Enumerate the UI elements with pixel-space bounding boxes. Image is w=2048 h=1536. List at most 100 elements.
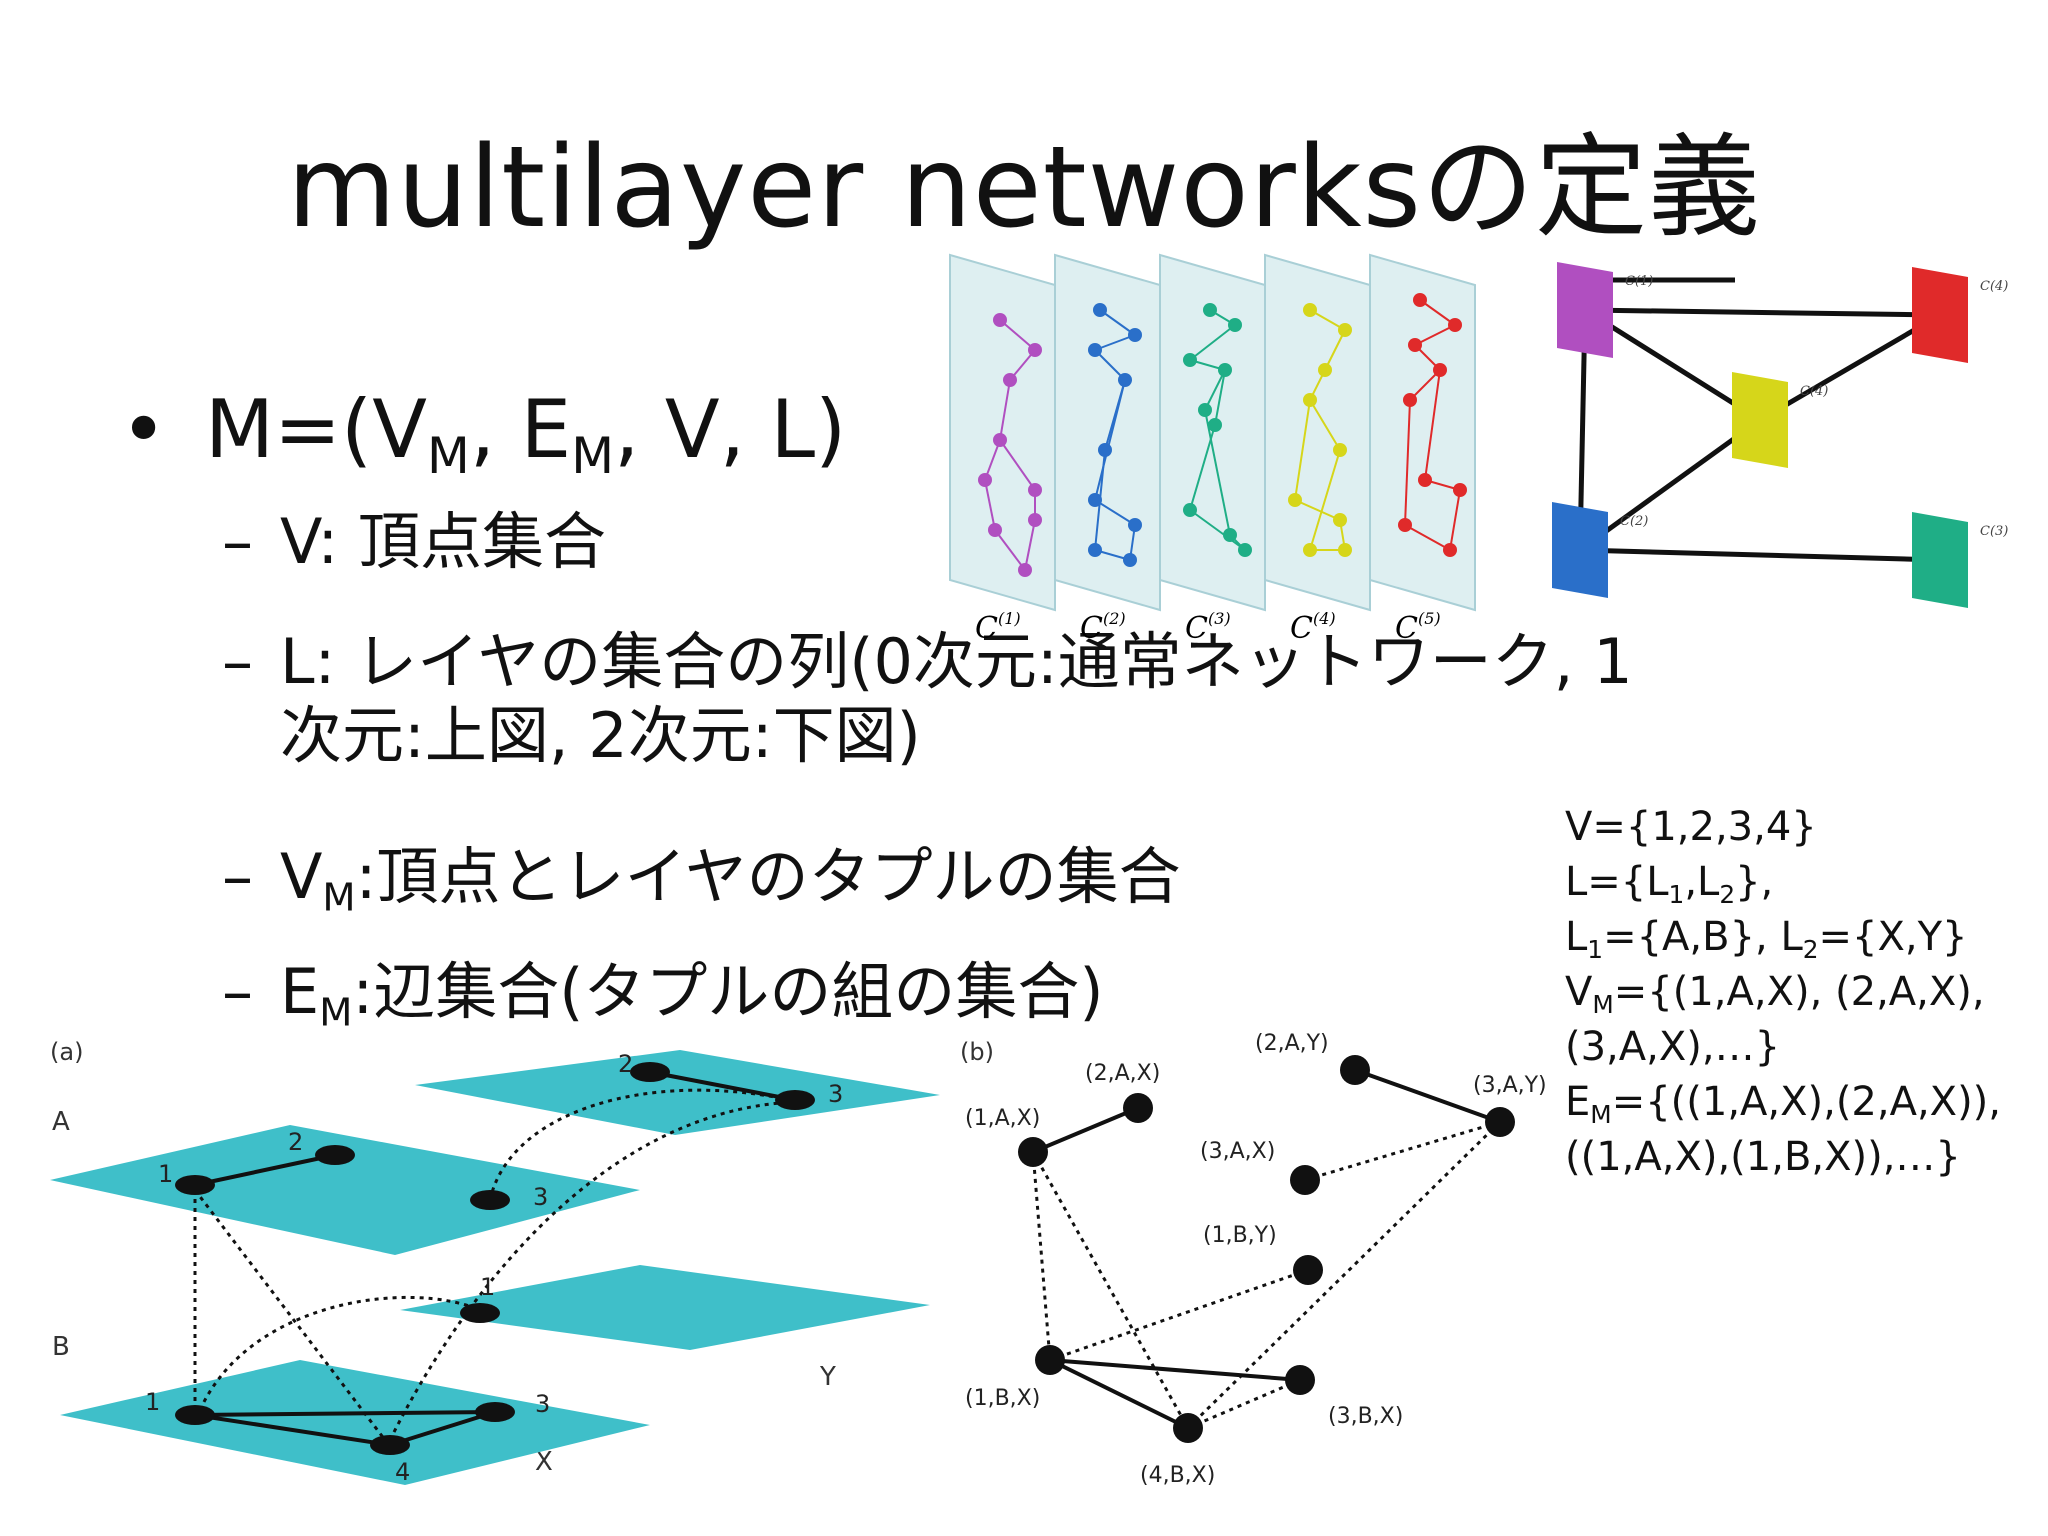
layer-edge xyxy=(1189,324,1236,361)
layer-node xyxy=(1093,303,1107,317)
layer-node xyxy=(1303,543,1317,557)
node-label-a4: 2 xyxy=(618,1050,633,1078)
layer-edge xyxy=(1424,369,1441,481)
layer-node xyxy=(1408,338,1422,352)
aspect-label-X: X xyxy=(535,1447,553,1477)
node-label-a3: 3 xyxy=(533,1183,548,1211)
set-vm-line2: (3,A,X),…} xyxy=(1565,1024,1781,1070)
layer-node xyxy=(1028,343,1042,357)
node-label-b9: (4,B,X) xyxy=(1140,1463,1215,1488)
layer-plane-1 xyxy=(949,253,1056,612)
layer-graph-edge xyxy=(1584,307,1941,318)
layer-node xyxy=(1218,363,1232,377)
bullet-dot: • xyxy=(120,383,168,476)
layer-node xyxy=(1088,343,1102,357)
layer-edge xyxy=(1294,499,1341,521)
layer-plane-4 xyxy=(1264,253,1371,612)
layer-node xyxy=(1183,503,1197,517)
layer-edge xyxy=(1309,399,1341,451)
node-label-b8: (3,B,X) xyxy=(1328,1404,1403,1429)
subbullet-em: –EM:辺集合(タプルの組の集合) xyxy=(222,955,1104,1036)
layer-node xyxy=(1403,393,1417,407)
layer-graph-label-4: C(2) xyxy=(1620,514,1648,529)
bullet-list: •M=(VM, EM, V, L) xyxy=(120,380,1980,481)
layer-edge xyxy=(999,379,1011,441)
layer-graph-label-1: C(1) xyxy=(1625,274,1653,289)
subbullet-vm: –VM:頂点とレイヤのタプルの集合 xyxy=(222,840,1181,921)
panel-label-b: (b) xyxy=(960,1038,994,1066)
layer-node xyxy=(1338,543,1352,557)
layer-graph-node-5 xyxy=(1912,512,1968,608)
layer-node xyxy=(1128,518,1142,532)
layer-node xyxy=(1128,328,1142,342)
layer-node xyxy=(1118,373,1132,387)
layer-node xyxy=(993,313,1007,327)
layer-edge xyxy=(1094,379,1126,501)
layer-edge xyxy=(1094,334,1136,351)
layer-edge xyxy=(1404,399,1411,526)
node-label-b5: (3,A,X) xyxy=(1200,1139,1275,1164)
layer-node xyxy=(1098,443,1112,457)
layer-edge xyxy=(1214,369,1226,426)
set-em-line2: ((1,A,X),(1,B,X)),…} xyxy=(1565,1134,1961,1180)
layer-label-1: C(1) xyxy=(975,609,1021,646)
layer-edge xyxy=(994,529,1026,571)
layer-node xyxy=(1203,303,1217,317)
plane-BX xyxy=(60,1360,650,1485)
layer-node xyxy=(1088,493,1102,507)
layer-label-4: C(4) xyxy=(1290,609,1336,646)
subbullet-v: –V: 頂点集合 xyxy=(222,505,606,578)
layer-plane-5 xyxy=(1369,253,1476,612)
layer-node xyxy=(1338,323,1352,337)
layer-graph-node-3 xyxy=(1732,372,1788,468)
layer-node xyxy=(993,433,1007,447)
layer-edge xyxy=(1204,369,1226,411)
set-l: L={L1,L2}, xyxy=(1565,859,1774,909)
layer-node xyxy=(1028,483,1042,497)
layer-graph-edge xyxy=(1579,547,1941,563)
node-label-a8: 3 xyxy=(535,1390,550,1418)
set-em-line1: EM={((1,A,X),(2,A,X)), xyxy=(1565,1079,2002,1129)
layer-edge xyxy=(984,439,1001,481)
layer-edge xyxy=(1449,489,1461,551)
aspect-label-A: A xyxy=(52,1107,70,1137)
layer-labels: C(1) C(2) C(3) C(4) C(5) xyxy=(975,609,1441,646)
layer-edge xyxy=(1204,409,1231,536)
layer-label-3: C(3) xyxy=(1185,609,1231,646)
layer-label-2: C(2) xyxy=(1080,609,1126,646)
node-label-b6: (1,B,Y) xyxy=(1203,1223,1277,1248)
layer-graph-edge xyxy=(1758,312,1942,423)
layer-node xyxy=(1303,303,1317,317)
layer-graph-label-5: C(3) xyxy=(1980,524,2008,539)
bullet-m-definition: •M=(VM, EM, V, L) xyxy=(120,380,1980,481)
layer-node xyxy=(1448,318,1462,332)
node-label-b3: (2,A,Y) xyxy=(1255,1031,1329,1056)
layer-edge xyxy=(1294,399,1311,501)
layer-edge xyxy=(1189,509,1246,551)
layer-node xyxy=(1123,553,1137,567)
layer-node xyxy=(1398,518,1412,532)
layer-edge xyxy=(1189,424,1216,511)
plane-AY xyxy=(415,1050,940,1135)
layer-node xyxy=(988,523,1002,537)
subbullet-l: –L: レイヤの集合の列(0次元:通常ネットワーク, 1 次元:上図, 2次元:… xyxy=(222,625,1633,772)
aspect-label-Y: Y xyxy=(819,1362,836,1392)
figure-a-layers: (a) A B X Y 1 2 3 2 3 1 1 3 xyxy=(50,1038,940,1486)
layer-edge xyxy=(1404,524,1451,551)
layer-label-5: C(5) xyxy=(1395,609,1441,646)
layer-node xyxy=(1003,373,1017,387)
layer-node xyxy=(1303,393,1317,407)
layer-edge xyxy=(984,479,996,531)
layer-graph-edge xyxy=(1578,417,1762,553)
layer-node xyxy=(1418,473,1432,487)
layer-edge xyxy=(1419,299,1456,326)
layer-graph-node-4 xyxy=(1552,502,1608,598)
layer-node xyxy=(1413,293,1427,307)
layer-edge xyxy=(1094,499,1136,526)
layer-node xyxy=(978,473,992,487)
layer-node xyxy=(1288,493,1302,507)
plane-AX xyxy=(50,1125,640,1255)
set-vm-line1: VM={(1,A,X), (2,A,X), xyxy=(1565,969,1985,1019)
set-definitions: V={1,2,3,4} L={L1,L2}, L1={A,B}, L2={X,Y… xyxy=(1565,800,2001,1185)
layer-graph-label-2: C(4) xyxy=(1980,279,2008,294)
